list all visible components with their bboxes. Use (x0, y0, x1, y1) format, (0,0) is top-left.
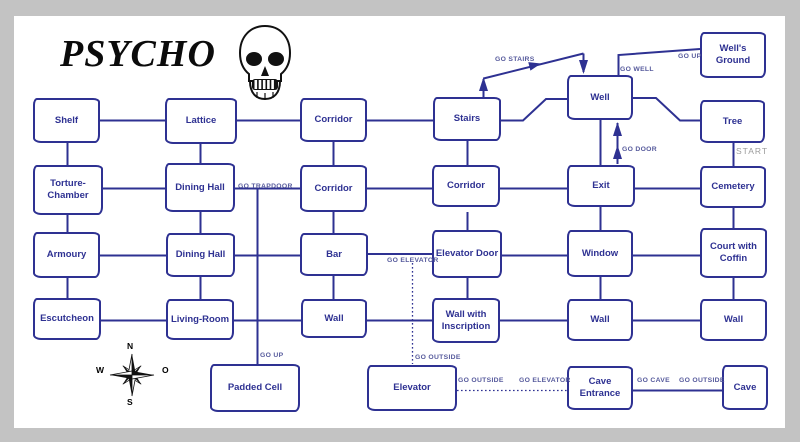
edge-label-go-outside: GO OUTSIDE (415, 354, 461, 361)
room-lattice: Lattice (165, 98, 237, 144)
compass-north-label: N (127, 341, 134, 351)
edge-label-go-door: GO DOOR (622, 146, 657, 153)
room-corridor-1: Corridor (300, 98, 367, 142)
room-corridor-2: Corridor (300, 165, 367, 212)
edge-label-go-outside: GO OUTSIDE (679, 377, 725, 384)
room-escutcheon: Escutcheon (33, 298, 101, 340)
compass-rose-icon (109, 353, 155, 397)
compass-south-label: S (127, 397, 133, 407)
edge-label-go-elevator: GO ELEVATOR (519, 377, 571, 384)
room-wall-1: Wall (301, 299, 367, 338)
edge-label-go-elevator: GO ELEVATOR (387, 257, 439, 264)
page-title: PSYCHO (60, 33, 216, 75)
arrowheads (479, 60, 622, 159)
room-armoury: Armoury (33, 232, 100, 278)
edge-label-go-stairs: GO STAIRS (495, 56, 535, 63)
edge-label-go-cave: GO CAVE (637, 377, 670, 384)
room-wall-3: Wall (700, 299, 767, 341)
room-window: Window (567, 230, 633, 277)
edge-label-start: START (736, 146, 769, 156)
room-stairs: Stairs (433, 97, 501, 141)
room-well: Well (567, 75, 633, 120)
edge-label-go-well: GO WELL (620, 66, 654, 73)
edge-label-go-trapdoor: GO TRAPDOOR (238, 183, 293, 190)
room-shelf: Shelf (33, 98, 100, 143)
edge-label-go-up: GO UP (260, 352, 284, 359)
room-elevator-door: Elevator Door (432, 230, 502, 278)
compass-west-label: W (96, 365, 105, 375)
room-wells-ground: Well's Ground (700, 32, 766, 78)
room-torture-chamber: Torture- Chamber (33, 165, 103, 215)
room-wall-with-inscription: Wall with Inscription (432, 298, 500, 343)
room-bar: Bar (300, 233, 368, 276)
compass-east-label: O (162, 365, 169, 375)
room-cave-entrance: Cave Entrance (567, 366, 633, 410)
page-background (14, 16, 785, 428)
room-corridor-3: Corridor (432, 165, 500, 207)
dotted-connectors (411, 263, 567, 392)
room-wall-2: Wall (567, 299, 633, 341)
room-living-room: Living-Room (166, 299, 234, 340)
room-cave: Cave (722, 365, 768, 410)
room-cemetery: Cemetery (700, 166, 766, 208)
room-elevator: Elevator (367, 365, 457, 411)
room-padded-cell: Padded Cell (210, 364, 300, 412)
edge-label-go-up: GO UP (678, 53, 702, 60)
edge-label-go-outside: GO OUTSIDE (458, 377, 504, 384)
skull-icon (238, 24, 292, 101)
room-tree: Tree (700, 100, 765, 143)
room-exit: Exit (567, 165, 635, 207)
room-dining-hall-1: Dining Hall (165, 163, 235, 212)
room-dining-hall-2: Dining Hall (166, 233, 235, 277)
room-court-with-coffin: Court with Coffin (700, 228, 767, 278)
solid-connectors (66, 48, 735, 392)
